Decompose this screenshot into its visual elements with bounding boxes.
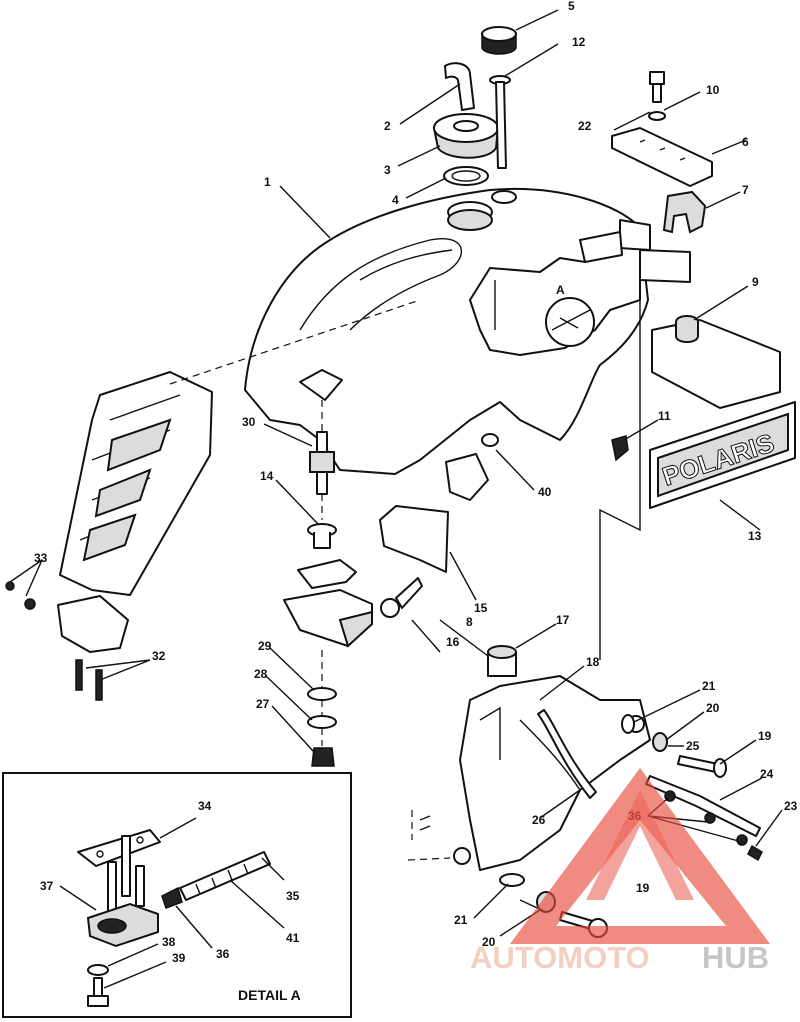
- callout-18: 18: [586, 655, 600, 669]
- fuel-tank: A: [244, 188, 651, 475]
- callout-9: 9: [752, 275, 759, 289]
- callout-1: 1: [264, 175, 271, 189]
- valve-23: [747, 844, 763, 862]
- nut-27: [311, 747, 335, 767]
- watermark-text-primary: AUTOMOTO: [470, 940, 650, 975]
- callout-3: 3: [384, 163, 391, 177]
- callout-15: 15: [474, 601, 488, 615]
- callout-8: 8: [466, 615, 473, 629]
- push-rivet: [380, 577, 423, 618]
- washer-21b: [499, 873, 525, 887]
- hose-clamp-36b: [704, 812, 716, 824]
- callout-33: 33: [34, 551, 48, 565]
- callout-23: 23: [784, 799, 798, 813]
- mounting-bolt: [649, 71, 665, 103]
- mounting-stud: [309, 431, 335, 495]
- callout-27: 27: [256, 697, 270, 711]
- callout-20-upper: 20: [706, 701, 720, 715]
- seat-support: [59, 371, 213, 596]
- polaris-decal: POLARIS: [649, 401, 796, 509]
- callout-19-lower: 19: [636, 881, 650, 895]
- mounting-bracket: [611, 127, 713, 187]
- callout-38: 38: [162, 935, 176, 949]
- callout-26: 26: [532, 813, 546, 827]
- callout-24: 24: [760, 767, 774, 781]
- callout-19-upper: 19: [758, 729, 772, 743]
- gauge-rod: [495, 81, 507, 169]
- callout-11: 11: [658, 409, 671, 423]
- detail-a-box: DETAIL A: [2, 772, 352, 1018]
- callout-13: 13: [748, 529, 762, 543]
- grommet: [675, 315, 699, 343]
- screw-32a: [75, 659, 83, 691]
- leader-lines: [9, 9, 783, 937]
- bolt-19a: [677, 755, 727, 778]
- support-plate: [57, 595, 129, 653]
- fuel-gauge-cap: [481, 26, 517, 55]
- callout-28: 28: [254, 667, 268, 681]
- callout-30: 30: [242, 415, 256, 429]
- rubber-mount: [297, 559, 357, 589]
- clip-40: [481, 433, 499, 447]
- callout-35: 35: [286, 889, 300, 903]
- callout-40: 40: [538, 485, 552, 499]
- fuel-cap: [432, 113, 500, 159]
- watermark-text-secondary: HUB: [702, 940, 769, 975]
- hose-clamp-36c: [736, 834, 748, 846]
- callout-10: 10: [706, 83, 720, 97]
- callout-29: 29: [258, 639, 272, 653]
- callout-17: 17: [556, 613, 570, 627]
- oil-filler-neck: [487, 645, 517, 659]
- bracket-clamp: [662, 190, 707, 234]
- callout-21-upper: 21: [702, 679, 716, 693]
- washer-20a: [652, 732, 668, 752]
- callout-4: 4: [392, 193, 399, 207]
- callout-12: 12: [572, 35, 586, 49]
- washer-29: [307, 687, 337, 701]
- seat-pan: [651, 319, 781, 409]
- side-plate-lower: [379, 505, 449, 573]
- callout-22: 22: [578, 119, 592, 133]
- plastic-rivet: [611, 435, 629, 462]
- callout-labels: 5 12 2 3 4 1 10 22 6 7 9 11 13 30 40 14 …: [34, 0, 798, 965]
- callout-39: 39: [172, 951, 186, 965]
- fastener-33b: [24, 598, 36, 610]
- callout-32: 32: [152, 649, 166, 663]
- callout-14: 14: [260, 469, 274, 483]
- screw-32b: [95, 669, 103, 701]
- inset-letter-a: A: [556, 283, 565, 297]
- callout-34: 34: [198, 799, 212, 813]
- watermark: AUTOMOTO HUB: [470, 768, 770, 975]
- detail-title: DETAIL A: [238, 987, 301, 1003]
- callout-41: 41: [286, 931, 300, 945]
- callout-16: 16: [446, 635, 460, 649]
- callout-2: 2: [384, 119, 391, 133]
- fastener-33a: [5, 581, 15, 591]
- side-plate-upper: [445, 453, 489, 501]
- watermark-logo-icon: [510, 768, 770, 944]
- bolt-washer: [648, 111, 666, 121]
- callout-7: 7: [742, 183, 749, 197]
- washer-21a: [621, 714, 635, 734]
- callout-5: 5: [568, 0, 575, 13]
- washer-28: [307, 715, 337, 729]
- callout-37: 37: [40, 879, 54, 893]
- callout-25: 25: [686, 739, 700, 753]
- cap-gasket: [443, 166, 489, 186]
- callout-36-detail: 36: [216, 947, 230, 961]
- callout-20-lower: 20: [482, 935, 496, 949]
- callout-21-lower: 21: [454, 913, 468, 927]
- oil-hose: [537, 709, 597, 799]
- vent-hose: [444, 62, 475, 111]
- callout-6: 6: [742, 135, 749, 149]
